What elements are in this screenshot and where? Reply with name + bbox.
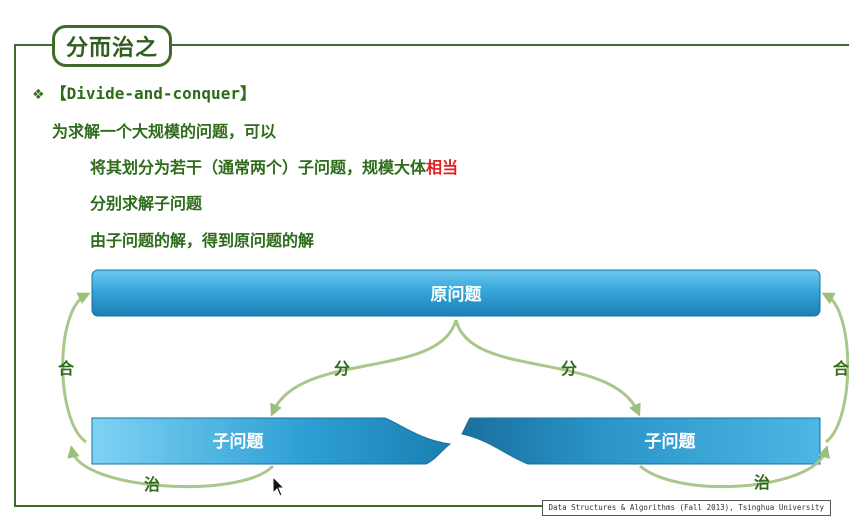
text-line-3: 分别求解子问题 [90,194,203,213]
text-line-2-highlight: 相当 [426,158,459,177]
bullet-heading: ❖ 【Divide-and-conquer】 [32,80,256,104]
text-line-1: 为求解一个大规模的问题，可以 [52,122,277,141]
mouse-pointer-icon [272,476,286,497]
conquer-right-label: 治 [754,473,770,492]
text-line-2-main: 将其划分为若干（通常两个）子问题，规模大体 [90,158,427,177]
frame-left [14,44,16,506]
bullet-text: 【Divide-and-conquer】 [50,84,256,103]
divide-arrow-left [270,319,458,417]
subproblem-left-bar [91,417,452,465]
merge-right-label: 合 [833,359,849,378]
subproblem-right-label: 子问题 [645,431,697,452]
frame-top-right [170,44,849,46]
title-box: 分而治之 [52,25,172,67]
conquer-arrow-left [67,445,275,489]
diamond-bullet-icon: ❖ [32,87,45,103]
divide-arrow-right [454,319,641,417]
subproblem-left-label: 子问题 [213,431,265,452]
divide-left-label: 分 [334,359,350,378]
conquer-left-label: 治 [144,475,160,494]
text-line-2: 将其划分为若干（通常两个）子问题，规模大体相当 [90,154,458,178]
conquer-arrow-right [639,445,831,489]
original-problem-label: 原问题 [431,284,483,305]
page-title: 分而治之 [65,36,158,61]
divide-right-label: 分 [561,359,577,378]
subproblem-right-bar [461,417,821,465]
footer-credit: Data Structures & Algorithms (Fall 2013)… [541,500,831,516]
frame-bottom [14,505,570,507]
original-problem-bar [91,269,821,317]
merge-arrow-left [61,292,91,444]
text-line-4: 由子问题的解，得到原问题的解 [90,231,315,250]
merge-left-label: 合 [58,359,75,378]
frame-top-left [14,44,54,46]
merge-arrow-right [821,292,849,444]
